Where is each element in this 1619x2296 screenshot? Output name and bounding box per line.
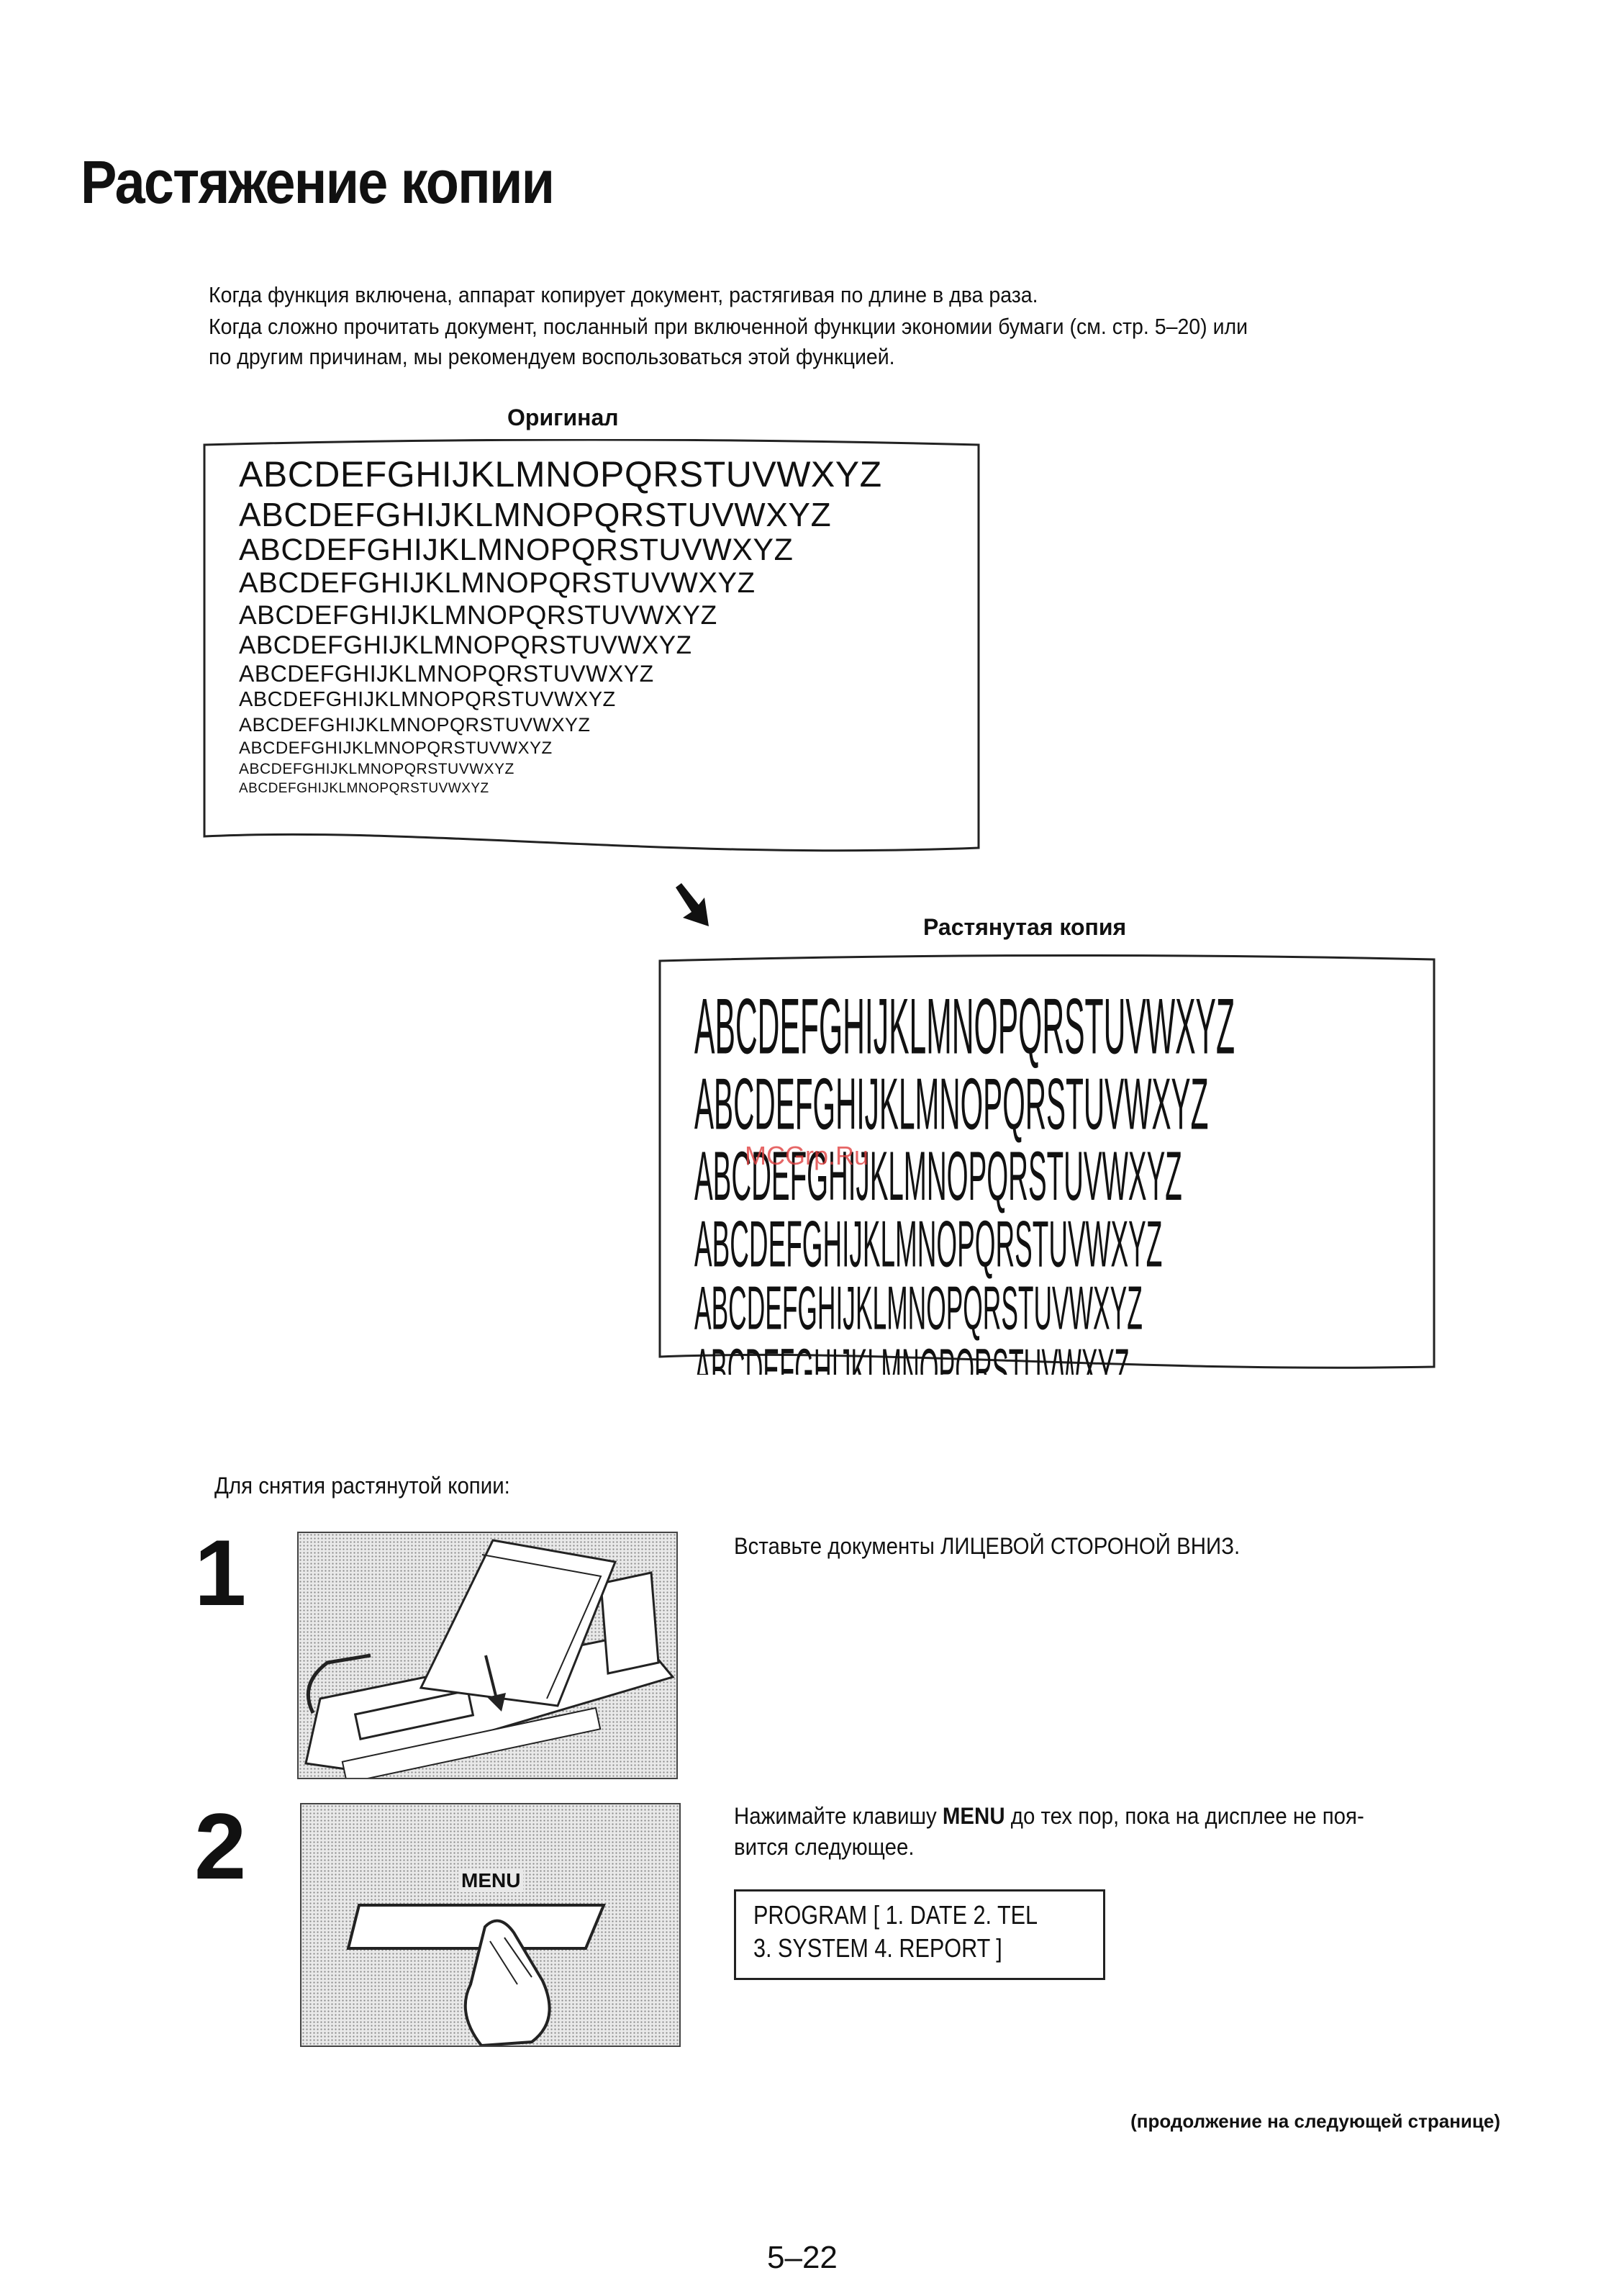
original-line: ABCDEFGHIJKLMNOPQRSTUVWXYZ (239, 454, 882, 494)
intro-line-2: Когда сложно прочитать документ, посланн… (209, 314, 1248, 339)
step-1-illustration (297, 1532, 678, 1779)
original-line: ABCDEFGHIJKLMNOPQRSTUVWXYZ (239, 600, 717, 630)
page-number: 5–22 (767, 2240, 838, 2275)
stretched-caption: Растянутая копия (923, 914, 1127, 940)
watermark: MCGrp.Ru (745, 1141, 869, 1170)
step-2-text-line-1: Нажимайте клавишу MENU до тех пор, пока … (734, 1803, 1364, 1830)
original-line: ABCDEFGHIJKLMNOPQRSTUVWXYZ (239, 631, 692, 659)
original-caption: Оригинал (507, 404, 619, 430)
step-2-number: 2 (194, 1794, 247, 1899)
lcd-display-line-1: PROGRAM [ 1. DATE 2. TEL (753, 1900, 1038, 1930)
original-line: ABCDEFGHIJKLMNOPQRSTUVWXYZ (239, 533, 794, 567)
step-2-illustration: MENU (300, 1803, 681, 2047)
step-2-text-line-2: вится следующее. (734, 1834, 915, 1860)
original-line: ABCDEFGHIJKLMNOPQRSTUVWXYZ (239, 781, 489, 796)
continued-note: (продолжение на следующей странице) (1130, 2110, 1500, 2132)
lcd-display: PROGRAM [ 1. DATE 2. TEL 3. SYSTEM 4. RE… (734, 1889, 1105, 1980)
stretched-line-cut: ABCDEFGHIJKLMNOPQRSTUVWXYZ (694, 1337, 1130, 1375)
original-line: ABCDEFGHIJKLMNOPQRSTUVWXYZ (239, 567, 756, 599)
arrow-down-right-icon (676, 883, 709, 926)
original-line: ABCDEFGHIJKLMNOPQRSTUVWXYZ (239, 714, 591, 736)
page-title: Растяжение копии (81, 148, 555, 216)
step-2-text-after: до тех пор, пока на дисплее не поя- (1004, 1803, 1364, 1829)
step-2-text-before: Нажимайте клавишу (734, 1803, 943, 1829)
menu-key-label: MENU (458, 1869, 524, 1892)
instructions-heading: Для снятия растянутой копии: (214, 1473, 510, 1499)
stretched-line: ABCDEFGHIJKLMNOPQRSTUVWXYZ (694, 1138, 1182, 1216)
stretched-line: ABCDEFGHIJKLMNOPQRSTUVWXYZ (694, 1208, 1163, 1282)
original-line: ABCDEFGHIJKLMNOPQRSTUVWXYZ (239, 661, 654, 687)
stretched-line: ABCDEFGHIJKLMNOPQRSTUVWXYZ (694, 1274, 1143, 1344)
fax-document-feed-illustration (304, 1539, 675, 1778)
stretched-sheet-outline (658, 954, 1436, 1369)
original-line: ABCDEFGHIJKLMNOPQRSTUVWXYZ (239, 738, 553, 758)
menu-key-name: MENU (942, 1803, 1005, 1829)
original-line: ABCDEFGHIJKLMNOPQRSTUVWXYZ (239, 688, 616, 711)
original-line: ABCDEFGHIJKLMNOPQRSTUVWXYZ (239, 496, 832, 533)
intro-line-1: Когда функция включена, аппарат копирует… (209, 282, 1038, 307)
original-sheet-outline (203, 439, 980, 852)
step-1-text: Вставьте документы ЛИЦЕВОЙ СТОРОНОЙ ВНИЗ… (734, 1533, 1241, 1559)
stretched-line: ABCDEFGHIJKLMNOPQRSTUVWXYZ (694, 1064, 1209, 1147)
finger-press-menu-key-illustration (346, 1904, 606, 2046)
stretched-sheet: ABCDEFGHIJKLMNOPQRSTUVWXYZ ABCDEFGHIJKLM… (658, 954, 1436, 1375)
step-1-number: 1 (194, 1520, 247, 1625)
intro-line-3: по другим причинам, мы рекомендуем воспо… (209, 344, 895, 369)
original-line: ABCDEFGHIJKLMNOPQRSTUVWXYZ (239, 761, 514, 777)
original-sheet: ABCDEFGHIJKLMNOPQRSTUVWXYZ ABCDEFGHIJKLM… (203, 439, 980, 857)
lcd-display-line-2: 3. SYSTEM 4. REPORT ] (753, 1933, 1002, 1963)
stretched-line: ABCDEFGHIJKLMNOPQRSTUVWXYZ (694, 984, 1235, 1072)
